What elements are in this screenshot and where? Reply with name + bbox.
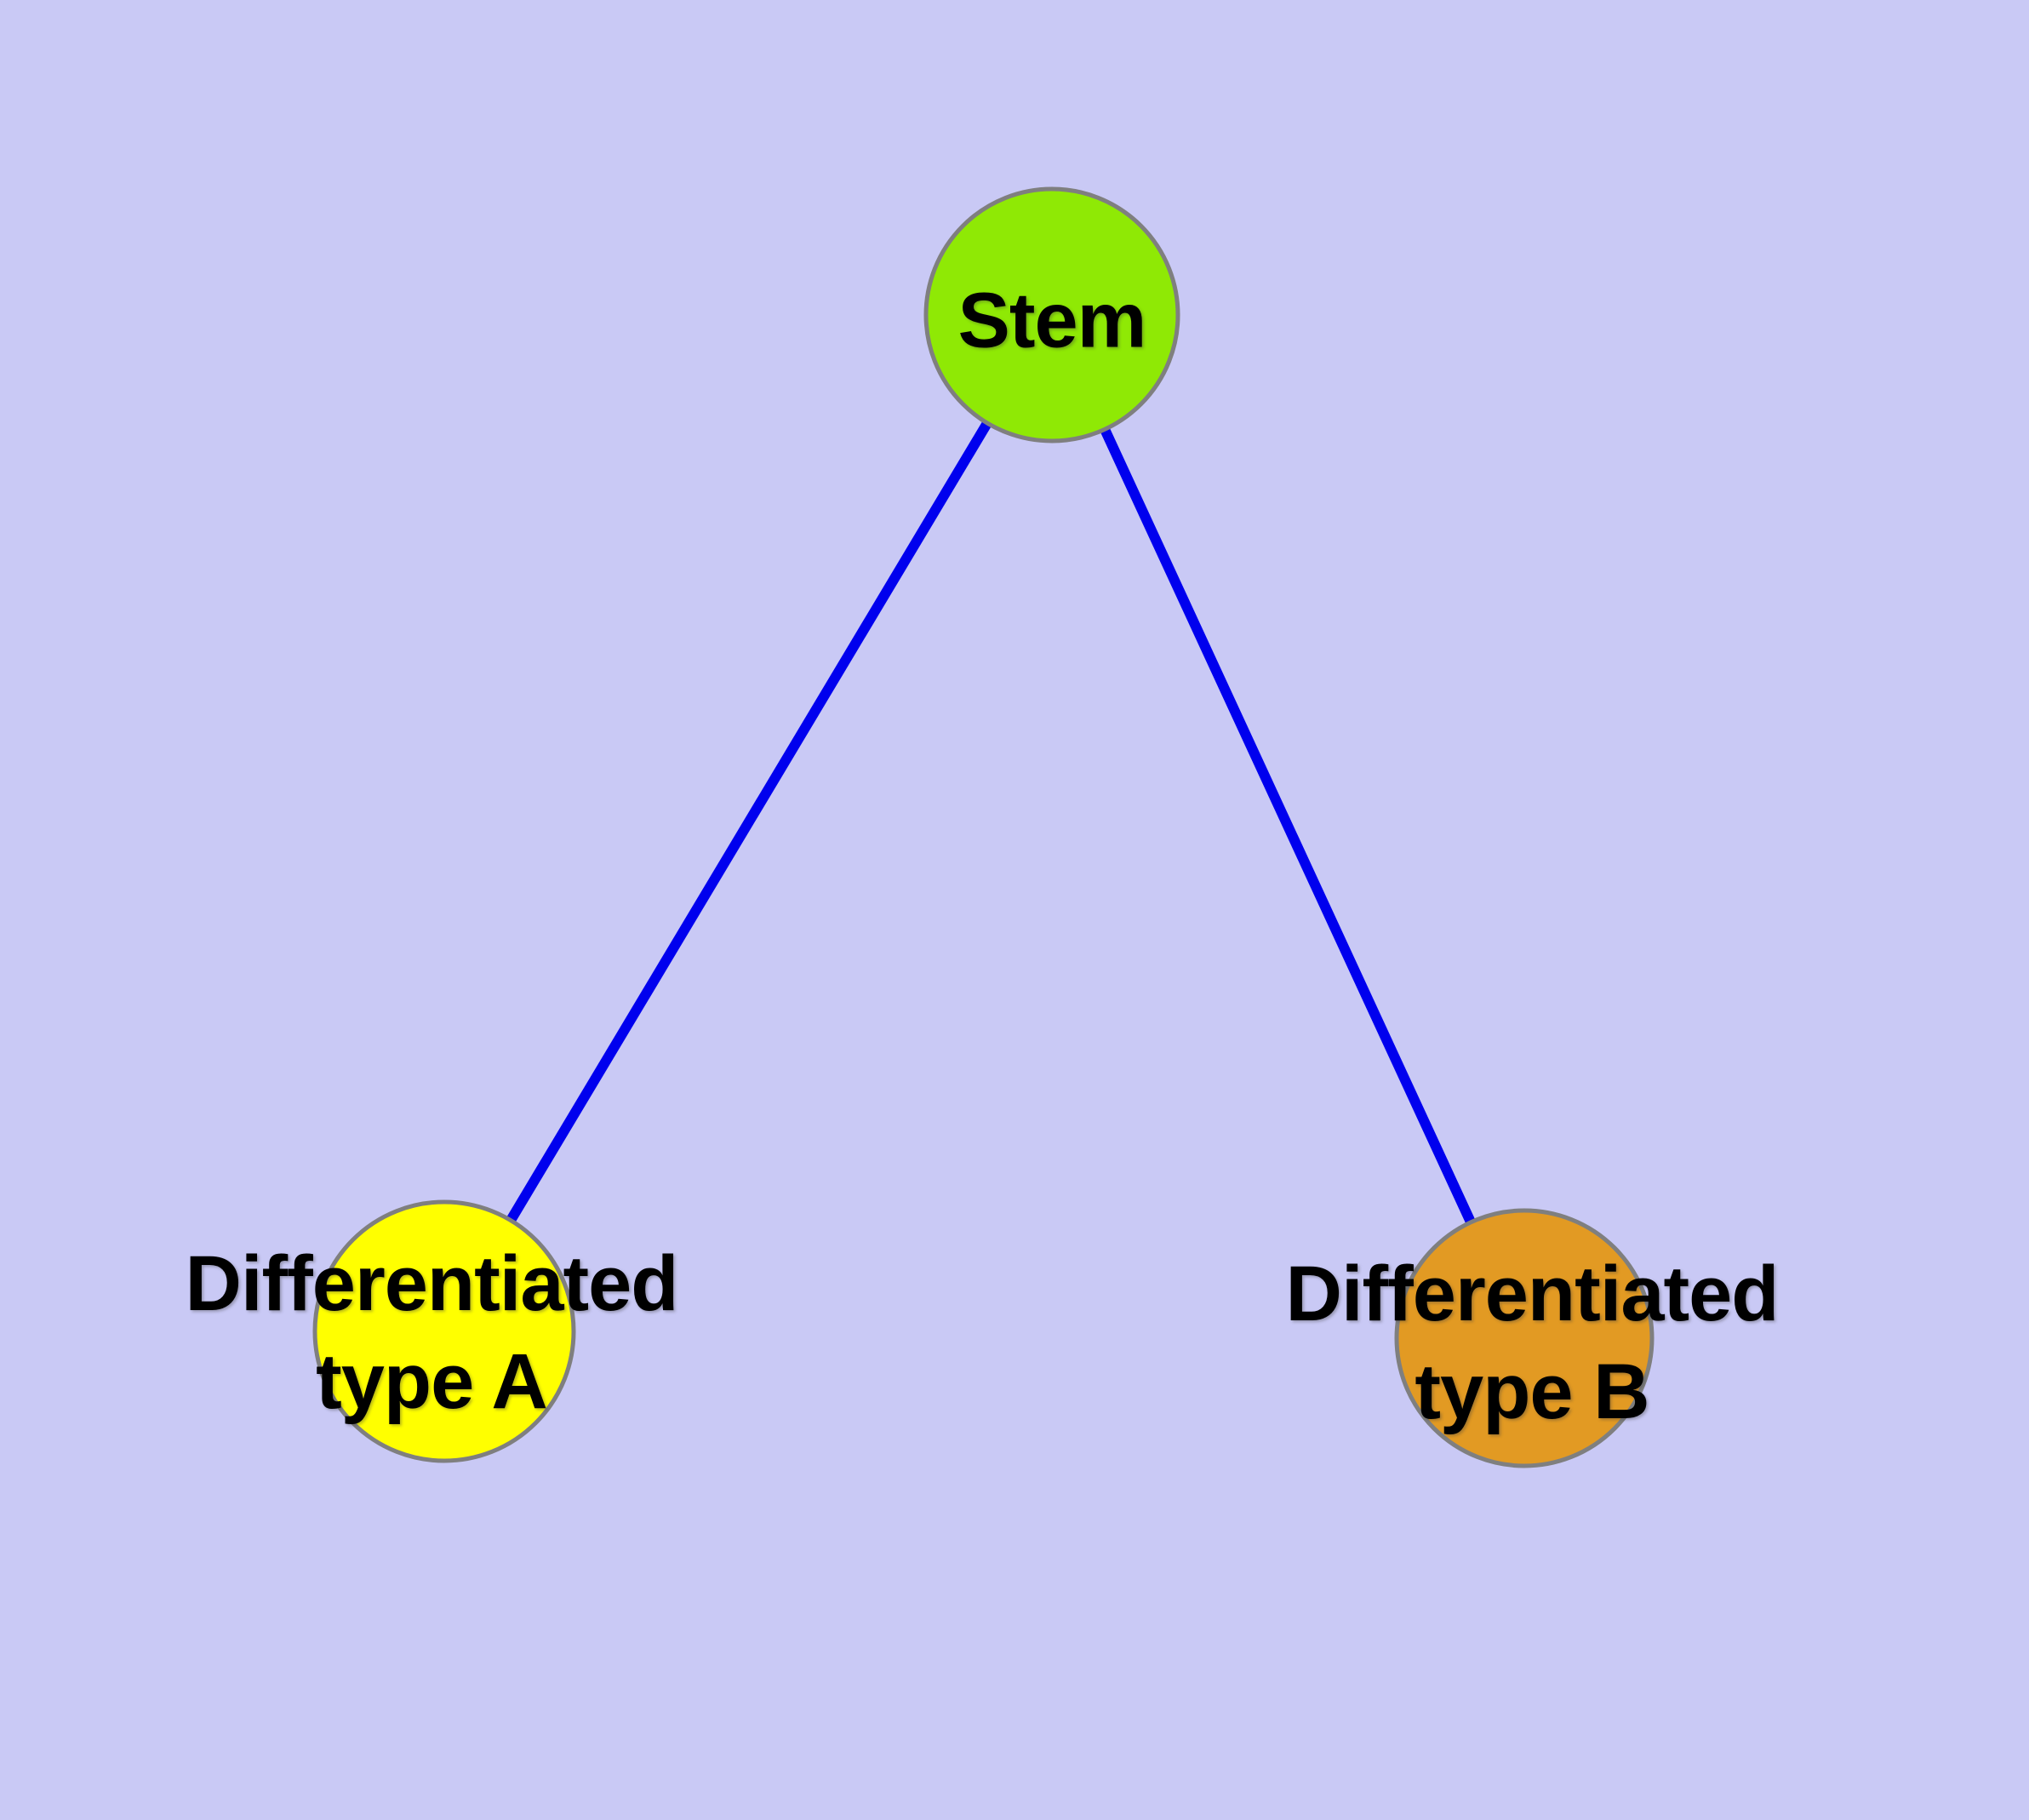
node-label-stem: Stem [957,272,1147,370]
node-circle-differentiated-type-b [1394,1208,1655,1468]
edge-stem-to-differentiated-type-a [439,312,1057,1335]
node-circle-stem [923,186,1180,444]
type-b-label-line1: Differentiated [1285,1251,1780,1337]
type-a-label-line1: Differentiated [185,1240,679,1327]
edge-stem-to-differentiated-type-b [1047,312,1529,1341]
node-label-differentiated-type-a: Differentiated type A [185,1235,679,1431]
type-b-label-line2: type B [1415,1348,1649,1435]
node-circle-differentiated-type-a [312,1199,576,1463]
type-a-label-line2: type A [316,1338,548,1425]
node-label-differentiated-type-b: Differentiated type B [1285,1245,1780,1441]
stem-label-text: Stem [957,277,1147,364]
